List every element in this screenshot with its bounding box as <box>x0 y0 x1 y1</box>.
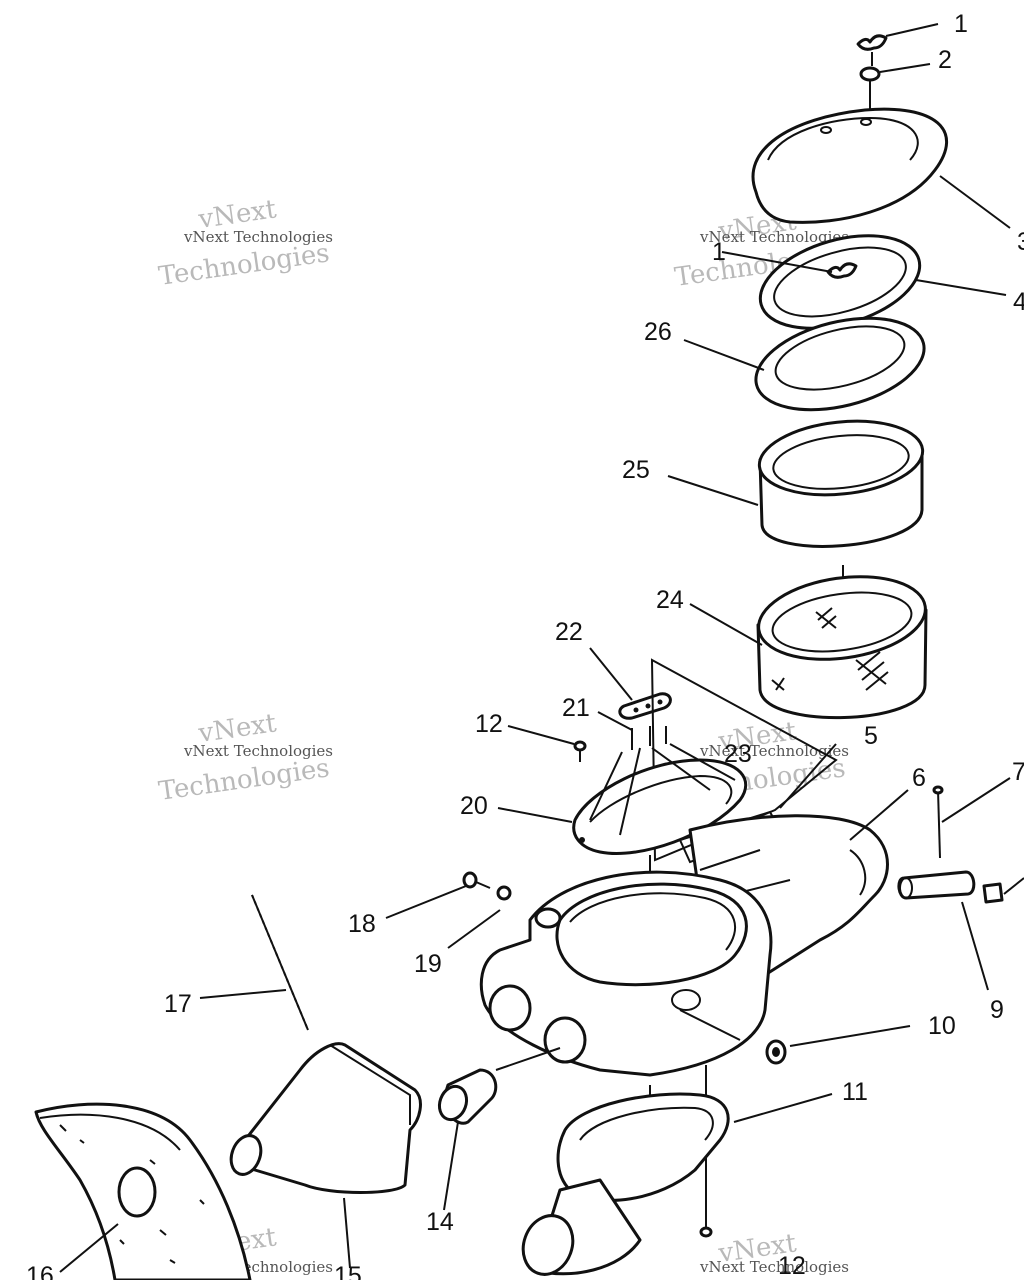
part-3-air-box-cover[interactable] <box>751 107 948 224</box>
callout-26: 26 <box>644 318 672 346</box>
callout-11: 11 <box>842 1078 868 1106</box>
part-7-pin[interactable] <box>932 785 944 859</box>
watermark-big2: Technologies <box>157 753 332 807</box>
callout-4: 4 <box>1013 288 1024 316</box>
callout-24: 24 <box>656 586 684 614</box>
callout-6: 6 <box>912 764 926 792</box>
callout-17: 17 <box>164 990 192 1018</box>
callout-9: 9 <box>990 996 1004 1024</box>
part-12b-screw[interactable] <box>699 1226 713 1238</box>
callout-2: 2 <box>938 46 952 74</box>
callout-3: 3 <box>1017 228 1024 256</box>
part-11-adaptor[interactable] <box>515 1092 730 1280</box>
callout-19: 19 <box>414 950 442 978</box>
part-22-plate[interactable] <box>618 692 672 720</box>
part-9-hose[interactable] <box>897 870 1004 904</box>
part-24-filter-element[interactable] <box>753 567 930 719</box>
watermark-bottom-right: vNext vNext Technologies <box>699 1228 849 1276</box>
part-25-pre-filter[interactable] <box>756 414 927 548</box>
callout-5: 5 <box>864 722 878 750</box>
watermark-line: vNext Technologies <box>699 228 849 246</box>
part-21-studs[interactable] <box>631 726 667 750</box>
callout-18: 18 <box>348 910 376 938</box>
callout-numbers: 1 2 3 4 1 26 25 24 22 21 12 23 5 20 6 7 … <box>26 10 1024 1280</box>
callout-7: 7 <box>1012 758 1024 786</box>
callout-14: 14 <box>426 1208 454 1236</box>
part-1-wing-nut[interactable] <box>856 34 888 66</box>
callout-15: 15 <box>334 1262 362 1280</box>
part-19-washer[interactable] <box>496 885 512 901</box>
callout-1b: 1 <box>712 238 726 266</box>
part-2-washer[interactable] <box>859 66 881 82</box>
callout-10: 10 <box>928 1012 956 1040</box>
part-12a-screw[interactable] <box>573 740 587 762</box>
callout-25: 25 <box>622 456 650 484</box>
part-10-grommet[interactable] <box>765 1039 787 1065</box>
part-15-intake-boot[interactable] <box>226 1042 422 1194</box>
callout-12b: 12 <box>778 1252 806 1280</box>
leader-lines <box>59 23 1024 1273</box>
callout-1: 1 <box>954 10 968 38</box>
part-26-filter-lid[interactable] <box>746 302 933 425</box>
part-18-bolt[interactable] <box>462 871 491 889</box>
callout-20: 20 <box>460 792 488 820</box>
watermark-line: vNext Technologies <box>183 228 333 246</box>
part-17-long-bolt[interactable] <box>251 894 309 1031</box>
callout-23: 23 <box>724 740 752 768</box>
watermark-line: vNext Technologies <box>699 1258 849 1276</box>
watermark-line: vNext Technologies <box>183 742 333 760</box>
part-16-shield[interactable] <box>34 1102 252 1280</box>
part-14-fitting[interactable] <box>435 1068 498 1125</box>
watermark-big2: Technologies <box>157 238 332 292</box>
callout-21: 21 <box>562 694 590 722</box>
watermark-top-left: vNext vNext Technologies Technologies <box>157 194 333 292</box>
part-1b-wing-nut[interactable] <box>826 262 858 279</box>
watermark-mid-left: vNext vNext Technologies Technologies <box>157 708 333 807</box>
callout-12a: 12 <box>475 710 503 738</box>
callout-16: 16 <box>26 1262 54 1280</box>
part-20-support-frame[interactable] <box>572 743 748 855</box>
part-main-air-box[interactable] <box>479 870 773 1077</box>
callout-22: 22 <box>555 618 583 646</box>
